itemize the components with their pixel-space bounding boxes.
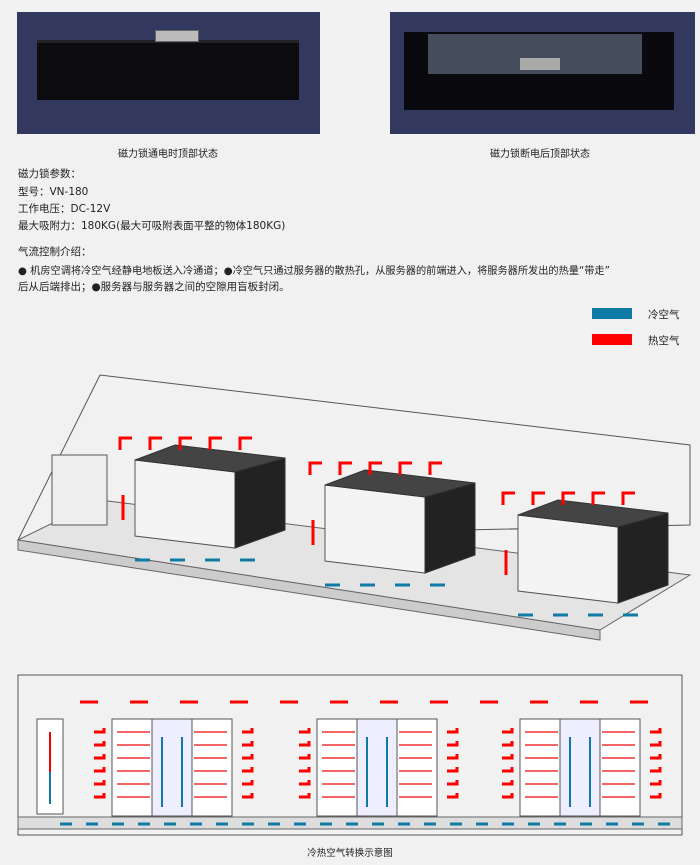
- air-conditioner: [51, 454, 108, 526]
- rack-section: [94, 718, 254, 817]
- isometric-room-diagram: [16, 374, 692, 641]
- legend-swatch-hot: [592, 334, 632, 345]
- caption-powered-on: 磁力锁通电时顶部状态: [118, 149, 218, 160]
- rack-group: [308, 461, 476, 587]
- rack-section: [502, 718, 662, 817]
- caption-powered-off: 磁力锁断电后顶部状态: [490, 149, 590, 160]
- rack-group: [501, 491, 669, 617]
- param-voltage: 工作电压：DC-12V: [18, 203, 111, 215]
- airflow-line1: ● 机房空调将冷空气经静电地板送入冷通道；●冷空气只通过服务器的散热孔，从服务器…: [18, 266, 610, 277]
- param-force: 最大吸附力：180KG(最大可吸附表面平整的物体180KG): [18, 220, 286, 232]
- rack-section: [299, 718, 459, 817]
- airflow-heading: 气流控制介绍：: [18, 246, 92, 258]
- param-model: 型号：VN-180: [18, 186, 89, 198]
- photo-lock-powered-off: [390, 12, 695, 134]
- legend-label-cold: 冷空气: [648, 309, 680, 321]
- params-heading: 磁力锁参数：: [18, 168, 81, 180]
- photo-lock-powered-on: [17, 12, 320, 134]
- legend-label-hot: 热空气: [648, 335, 680, 347]
- rack-group: [118, 436, 286, 562]
- airflow-section-diagram: [17, 674, 683, 836]
- legend-swatch-cold: [592, 308, 632, 319]
- caption-diagram: 冷热空气转换示意图: [307, 848, 393, 859]
- airflow-line2: 后从后端排出；●服务器与服务器之间的空隙用盲板封闭。: [18, 281, 290, 293]
